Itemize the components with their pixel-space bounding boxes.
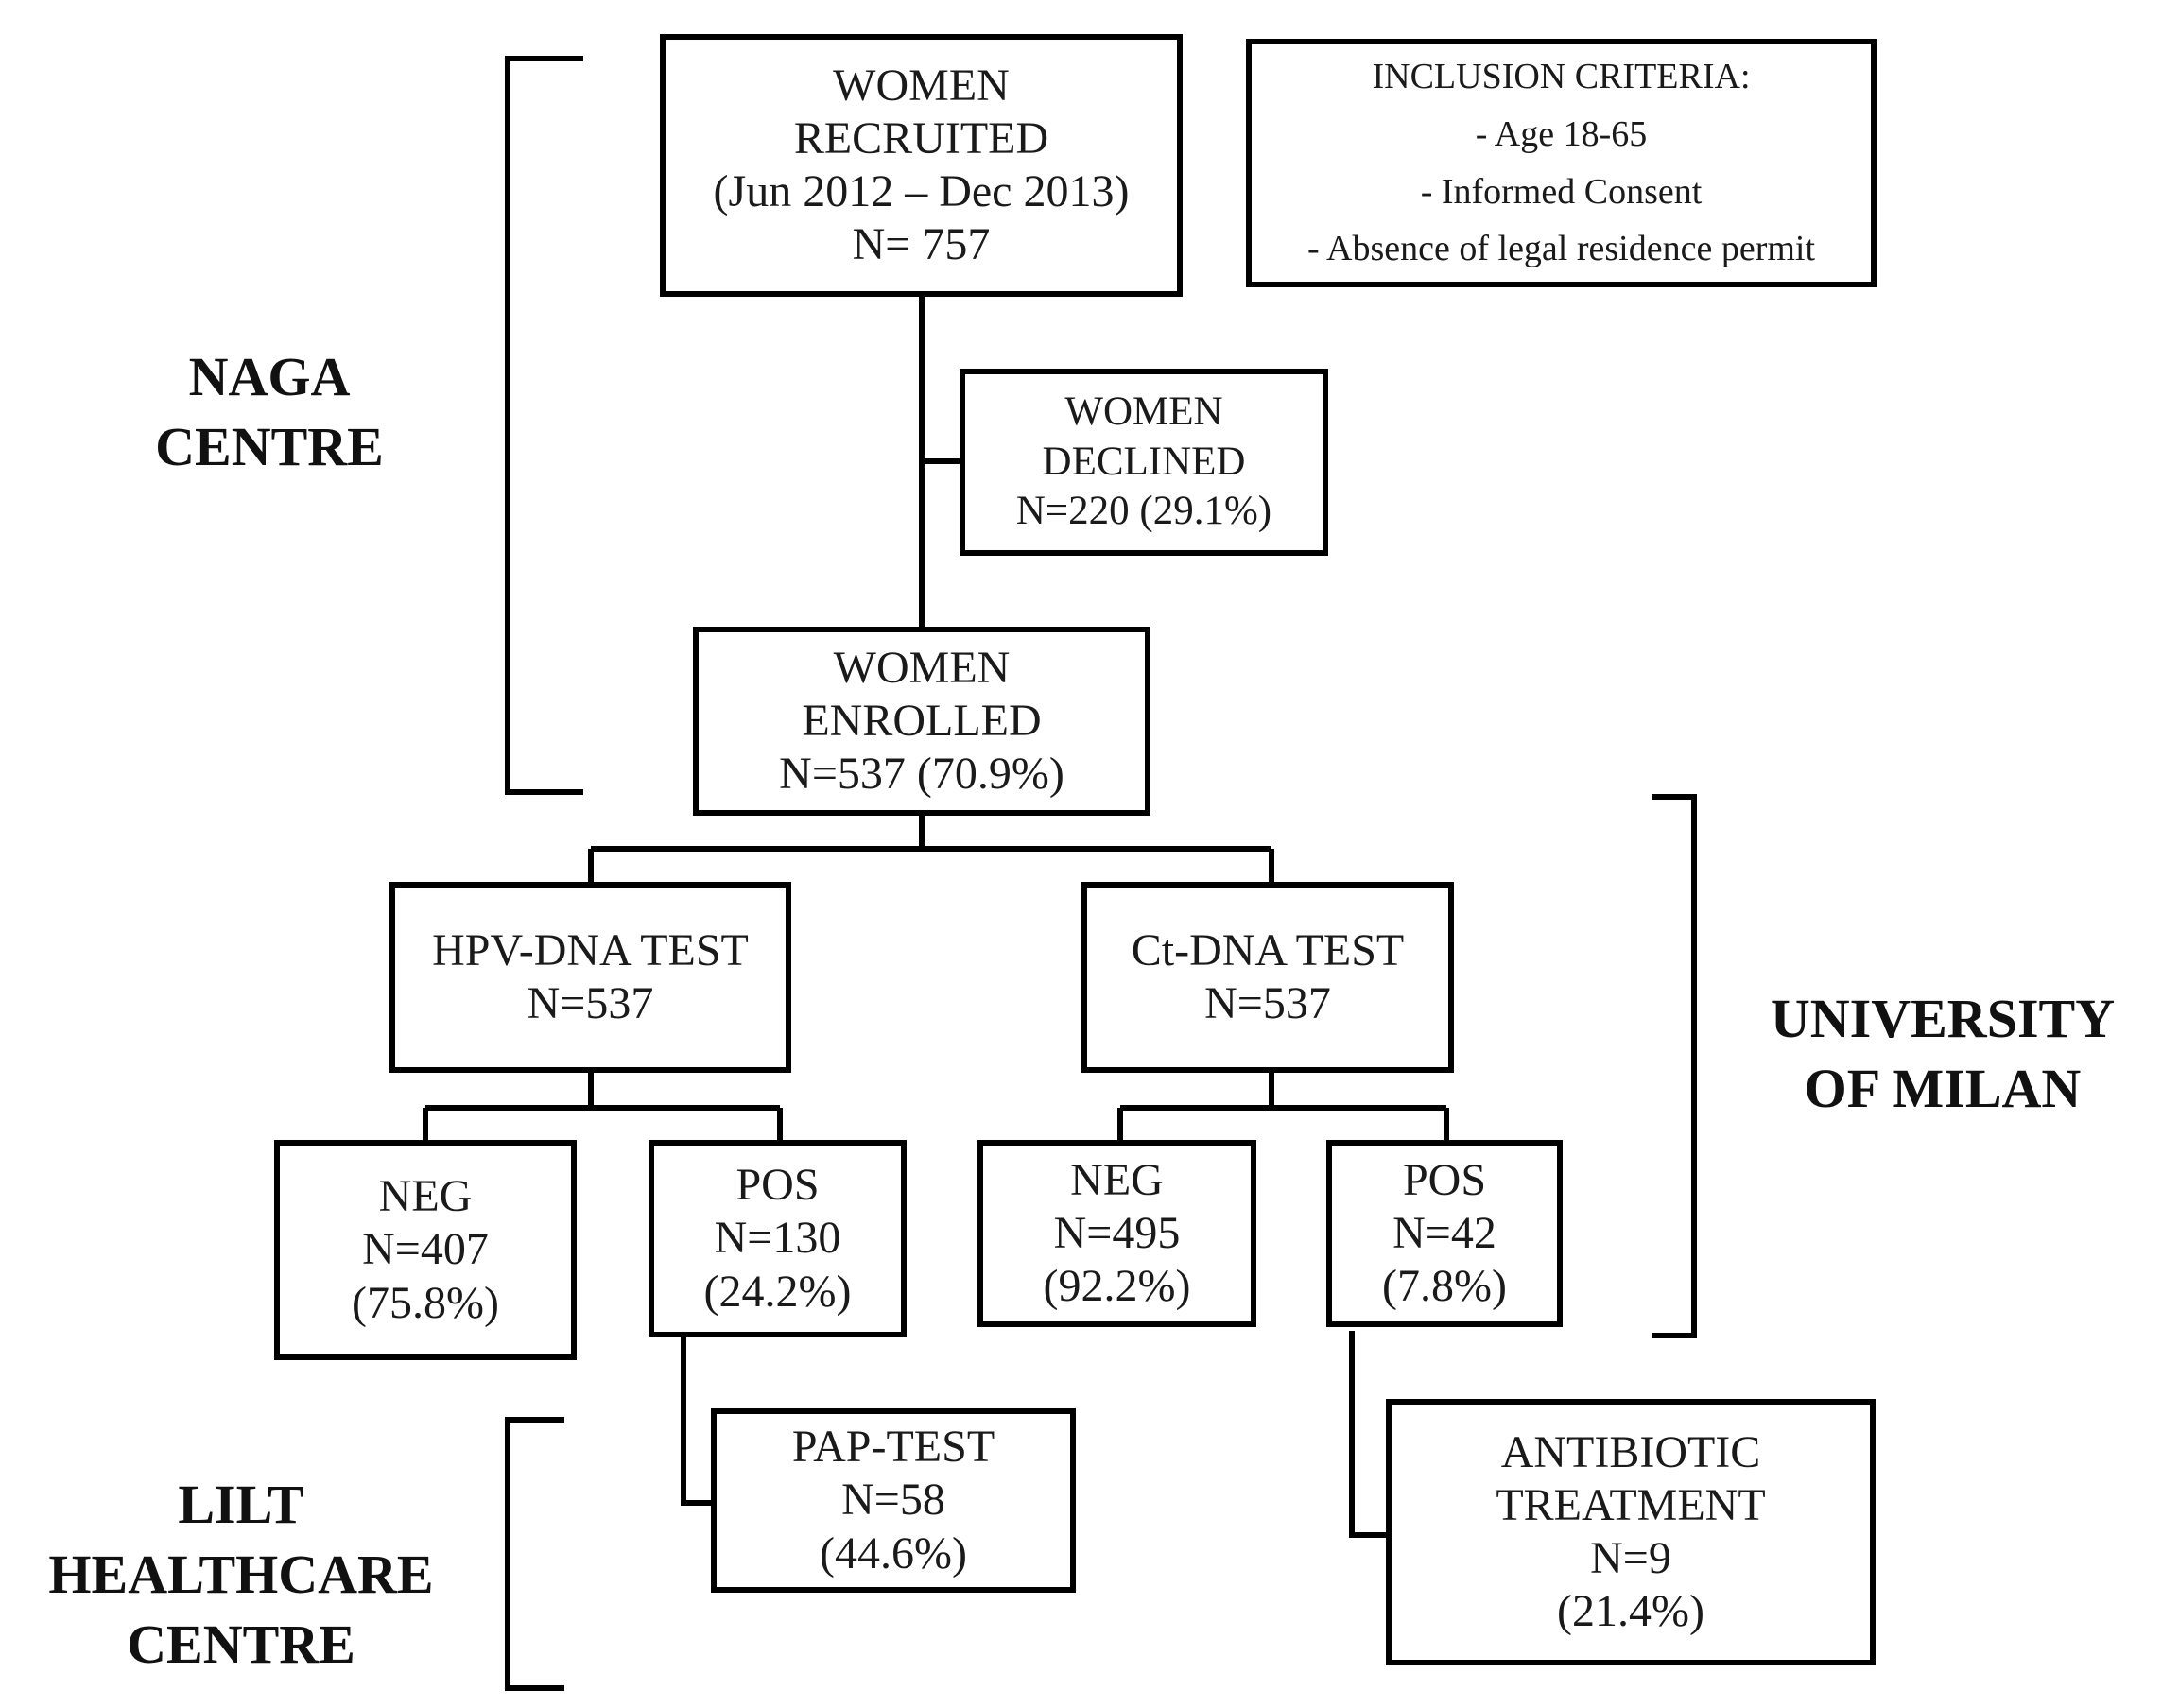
- hpv-neg-count: N=407: [362, 1224, 489, 1275]
- criteria-heading: INCLUSION CRITERIA:: [1372, 56, 1751, 96]
- ct-pos-percent: (7.8%): [1382, 1261, 1507, 1312]
- ct-neg-count: N=495: [1053, 1207, 1181, 1258]
- hpv-test-count: N=537: [527, 978, 654, 1028]
- lilt-healthcare-centre-label: LILT HEALTHCARE CENTRE: [9, 1470, 473, 1681]
- women-recruited-box: WOMEN RECRUITED (Jun 2012 – Dec 2013) N=…: [660, 34, 1183, 297]
- antibiotic-line2: TREATMENT: [1496, 1479, 1766, 1530]
- bracket-lilt: [505, 1417, 564, 1691]
- criteria-item-age: - Age 18-65: [1475, 113, 1648, 154]
- pap-test-count: N=58: [841, 1475, 945, 1526]
- pap-test-percent: (44.6%): [820, 1527, 967, 1579]
- enrolled-line2: ENROLLED: [802, 695, 1042, 746]
- naga-centre-label: NAGA CENTRE: [113, 342, 425, 482]
- criteria-item-consent: - Informed Consent: [1420, 171, 1703, 212]
- recruited-line2: RECRUITED: [793, 112, 1049, 164]
- ct-test-count: N=537: [1204, 978, 1331, 1028]
- hpv-neg-label: NEG: [378, 1171, 473, 1222]
- milan-label-line2: OF MILAN: [1804, 1058, 2082, 1120]
- lilt-label-line2: HEALTHCARE: [48, 1544, 434, 1606]
- ct-neg-percent: (92.2%): [1043, 1261, 1191, 1312]
- declined-count: N=220 (29.1%): [1015, 489, 1272, 534]
- pap-test-box: PAP-TEST N=58 (44.6%): [711, 1408, 1076, 1593]
- pap-test-title: PAP-TEST: [791, 1422, 995, 1473]
- ct-neg-label: NEG: [1070, 1154, 1164, 1205]
- hpv-dna-test-box: HPV-DNA TEST N=537: [389, 882, 791, 1073]
- recruited-count: N= 757: [852, 219, 991, 270]
- hpv-positive-box: POS N=130 (24.2%): [649, 1140, 907, 1337]
- antibiotic-treatment-box: ANTIBIOTIC TREATMENT N=9 (21.4%): [1386, 1399, 1876, 1665]
- antibiotic-percent: (21.4%): [1557, 1586, 1704, 1637]
- connector-pos-to-pap: [681, 1336, 716, 1506]
- connector-pos-to-antibiotic: [1349, 1331, 1391, 1538]
- ct-test-title: Ct-DNA TEST: [1131, 924, 1405, 975]
- milan-label-line1: UNIVERSITY: [1770, 988, 2116, 1049]
- hpv-pos-percent: (24.2%): [703, 1266, 852, 1317]
- university-of-milan-label: UNIVERSITY OF MILAN: [1735, 984, 2151, 1124]
- lilt-label-line1: LILT: [178, 1474, 304, 1535]
- criteria-item-residence: - Absence of legal residence permit: [1306, 229, 1816, 269]
- ct-positive-box: POS N=42 (7.8%): [1326, 1140, 1563, 1327]
- ct-dna-test-box: Ct-DNA TEST N=537: [1081, 882, 1454, 1073]
- hpv-negative-box: NEG N=407 (75.8%): [274, 1140, 577, 1360]
- ct-pos-label: POS: [1402, 1154, 1487, 1205]
- naga-label-line2: CENTRE: [155, 416, 384, 478]
- declined-line1: WOMEN: [1064, 389, 1223, 435]
- women-declined-box: WOMEN DECLINED N=220 (29.1%): [960, 369, 1328, 556]
- recruited-line1: WOMEN: [833, 60, 1010, 111]
- enrolled-count: N=537 (70.9%): [779, 749, 1064, 800]
- women-enrolled-box: WOMEN ENROLLED N=537 (70.9%): [693, 627, 1150, 816]
- hpv-neg-percent: (75.8%): [352, 1277, 499, 1328]
- hpv-pos-label: POS: [735, 1160, 820, 1211]
- recruited-period: (Jun 2012 – Dec 2013): [713, 166, 1130, 216]
- hpv-pos-count: N=130: [714, 1213, 841, 1264]
- lilt-label-line3: CENTRE: [127, 1613, 355, 1676]
- enrolled-line1: WOMEN: [833, 642, 1011, 693]
- naga-label-line1: NAGA: [188, 346, 351, 407]
- declined-line2: DECLINED: [1042, 439, 1246, 484]
- ct-negative-box: NEG N=495 (92.2%): [977, 1140, 1256, 1327]
- ct-pos-count: N=42: [1392, 1207, 1496, 1258]
- antibiotic-count: N=9: [1590, 1533, 1671, 1583]
- inclusion-criteria-box: INCLUSION CRITERIA: - Age 18-65 - Inform…: [1246, 39, 1877, 287]
- hpv-test-title: HPV-DNA TEST: [432, 924, 749, 975]
- antibiotic-line1: ANTIBIOTIC: [1500, 1426, 1761, 1477]
- bracket-milan: [1652, 794, 1697, 1338]
- bracket-naga: [505, 56, 583, 795]
